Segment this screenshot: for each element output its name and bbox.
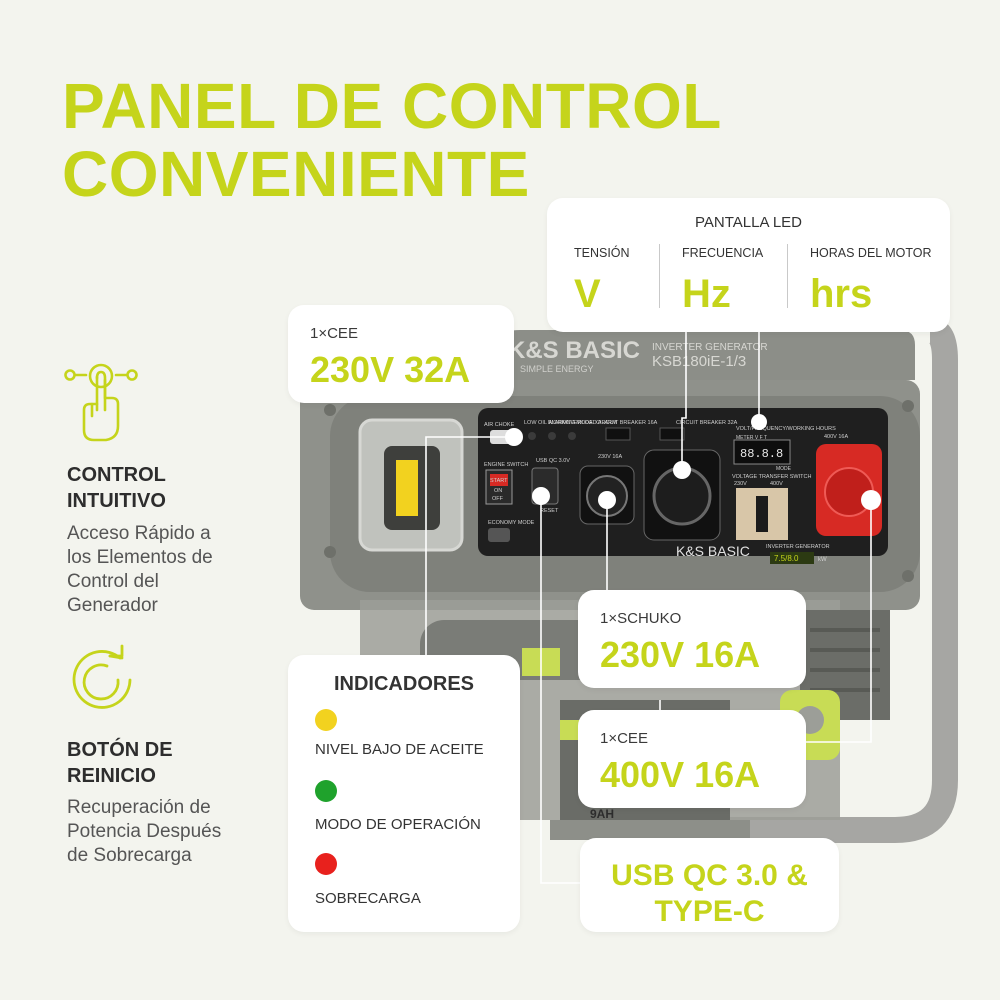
battery-label: 9AH xyxy=(590,807,614,821)
callout-cee-32a-value: 230V 32A xyxy=(310,349,471,390)
panel-meter: METER V F T xyxy=(736,435,767,441)
indicator-mode-label: MODO DE OPERACIÓN xyxy=(315,816,481,833)
reset-icon xyxy=(72,644,132,709)
page-title: PANEL DE CONTROL CONVENIENTE xyxy=(62,72,722,208)
panel-start: START xyxy=(490,478,508,484)
callout-cee-16a-value: 400V 16A xyxy=(600,754,761,795)
panel-model-plate-val: 7.5/8.0 xyxy=(774,554,799,563)
led-voltage-value: V xyxy=(574,272,601,316)
led-hours-label: HORAS DEL MOTOR xyxy=(810,246,932,260)
led-hours-value: hrs xyxy=(810,272,873,316)
panel-air-choke: AIR CHOKE xyxy=(484,422,515,428)
model-title: INVERTER GENERATOR xyxy=(652,342,768,353)
callout-cee-32a-label: 1×CEE xyxy=(310,325,358,342)
panel-socket-400: 400V 16A xyxy=(824,434,848,440)
indicator-overload-dot xyxy=(315,853,337,875)
touch-control-icon xyxy=(64,363,138,442)
panel-v230: 230V xyxy=(734,481,747,487)
panel-mode: MODE xyxy=(776,466,792,472)
panel-usb: USB QC 3.0V xyxy=(536,458,570,464)
feature-control-desc: Acceso Rápido a los Elementos de Control… xyxy=(67,523,213,616)
panel-breaker32: CIRCUIT BREAKER 32A xyxy=(676,420,738,426)
panel-volt-freq: VOLT/FREQUENCY/WORKING HOURS xyxy=(736,426,836,432)
panel-economy: ECONOMY MODE xyxy=(488,520,535,526)
callout-cee-16a: 1×CEE 400V 16A xyxy=(578,710,806,808)
callout-usb: USB QC 3.0 & TYPE-C xyxy=(580,838,839,932)
title-line-1: PANEL DE CONTROL xyxy=(62,70,722,142)
feature-reset-desc: Recuperación de Potencia Después de Sobr… xyxy=(67,797,222,866)
callout-cee-32a: 1×CEE 230V 32A xyxy=(288,305,514,403)
panel-working-mode: WORKING MODE xyxy=(548,420,593,426)
callout-cee-16a-label: 1×CEE xyxy=(600,730,648,747)
led-divider xyxy=(787,244,788,308)
panel-engine-switch: ENGINE SWITCH xyxy=(484,462,528,468)
callout-indicators: INDICADORES NIVEL BAJO DE ACEITE MODO DE… xyxy=(288,655,520,932)
panel-brand: K&S BASIC xyxy=(676,543,750,559)
callout-usb-text: USB QC 3.0 & TYPE-C xyxy=(611,859,808,928)
panel-off: OFF xyxy=(492,496,504,502)
feature-control-title: CONTROL INTUITIVO xyxy=(67,464,166,512)
panel-socket-230-16: 230V 16A xyxy=(598,454,622,460)
model-number: KSB180iE-1/3 xyxy=(652,353,746,370)
indicator-oil-label: NIVEL BAJO DE ACEITE xyxy=(315,741,484,758)
panel-model-plate-unit: kW xyxy=(818,557,827,563)
callout-schuko-label: 1×SCHUKO xyxy=(600,610,682,627)
led-title: PANTALLA LED xyxy=(695,214,802,231)
led-frequency-value: Hz xyxy=(682,272,731,316)
led-voltage-label: TENSIÓN xyxy=(574,246,630,260)
panel-overload: OVERLOAD ALARM xyxy=(566,420,617,426)
indicator-mode-dot xyxy=(315,780,337,802)
brand-slogan: SIMPLE ENERGY xyxy=(520,364,594,374)
panel-on: ON xyxy=(494,488,502,494)
panel-v400: 400V xyxy=(770,481,783,487)
panel-voltage-transfer: VOLTAGE TRANSFER SWITCH xyxy=(732,474,811,480)
callout-schuko-16a: 1×SCHUKO 230V 16A xyxy=(578,590,806,688)
indicators-title: INDICADORES xyxy=(333,673,474,695)
led-frequency-label: FRECUENCIA xyxy=(682,246,764,260)
led-divider xyxy=(659,244,660,308)
brand-logo: K&S BASIC xyxy=(508,337,640,364)
callout-schuko-value: 230V 16A xyxy=(600,634,761,675)
panel-breaker16: CIRCUIT BREAKER 16A xyxy=(596,420,658,426)
indicator-overload-label: SOBRECARGA xyxy=(315,890,421,907)
indicator-oil-dot xyxy=(315,709,337,731)
title-line-2: CONVENIENTE xyxy=(62,138,530,210)
panel-reset: RESET xyxy=(540,508,559,514)
callout-led-display: PANTALLA LED TENSIÓN V FRECUENCIA Hz HOR… xyxy=(547,198,950,332)
panel-low-oil: LOW OIL ALARM xyxy=(524,420,567,426)
panel-model-plate: INVERTER GENERATOR xyxy=(766,544,830,550)
feature-reset-title: BOTÓN DE REINICIO xyxy=(67,739,173,787)
panel-display: 88.8.8 xyxy=(740,447,783,461)
